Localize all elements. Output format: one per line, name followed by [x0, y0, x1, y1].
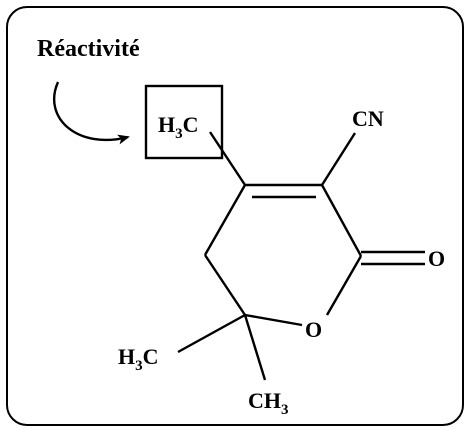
bond-c3-cn [320, 132, 357, 186]
frame [6, 6, 464, 426]
bond-c3-c2 [320, 184, 363, 257]
bond-o1-c6 [244, 313, 303, 327]
bond-c2-o1 [325, 255, 363, 316]
ring-oxygen-label: O [305, 317, 322, 342]
bond-c6-methyl-bottom [243, 314, 267, 381]
title-text: Réactivité [37, 36, 140, 62]
methyl-top-label: H3C [158, 112, 199, 142]
bond-c6-methyl-left [177, 313, 246, 354]
methyl-left-label: H3C [118, 344, 159, 374]
nitrile-label: CN [352, 106, 384, 131]
bond-methyl-c4 [208, 131, 247, 186]
bonds [177, 131, 425, 381]
bond-c6-c5 [204, 254, 246, 316]
curved-arrow [52, 81, 130, 145]
carbonyl-oxygen-label: O [428, 246, 445, 271]
methyl-bottom-label: CH3 [248, 388, 289, 418]
highlight-box [144, 84, 224, 160]
bond-c5-c4 [203, 184, 247, 256]
